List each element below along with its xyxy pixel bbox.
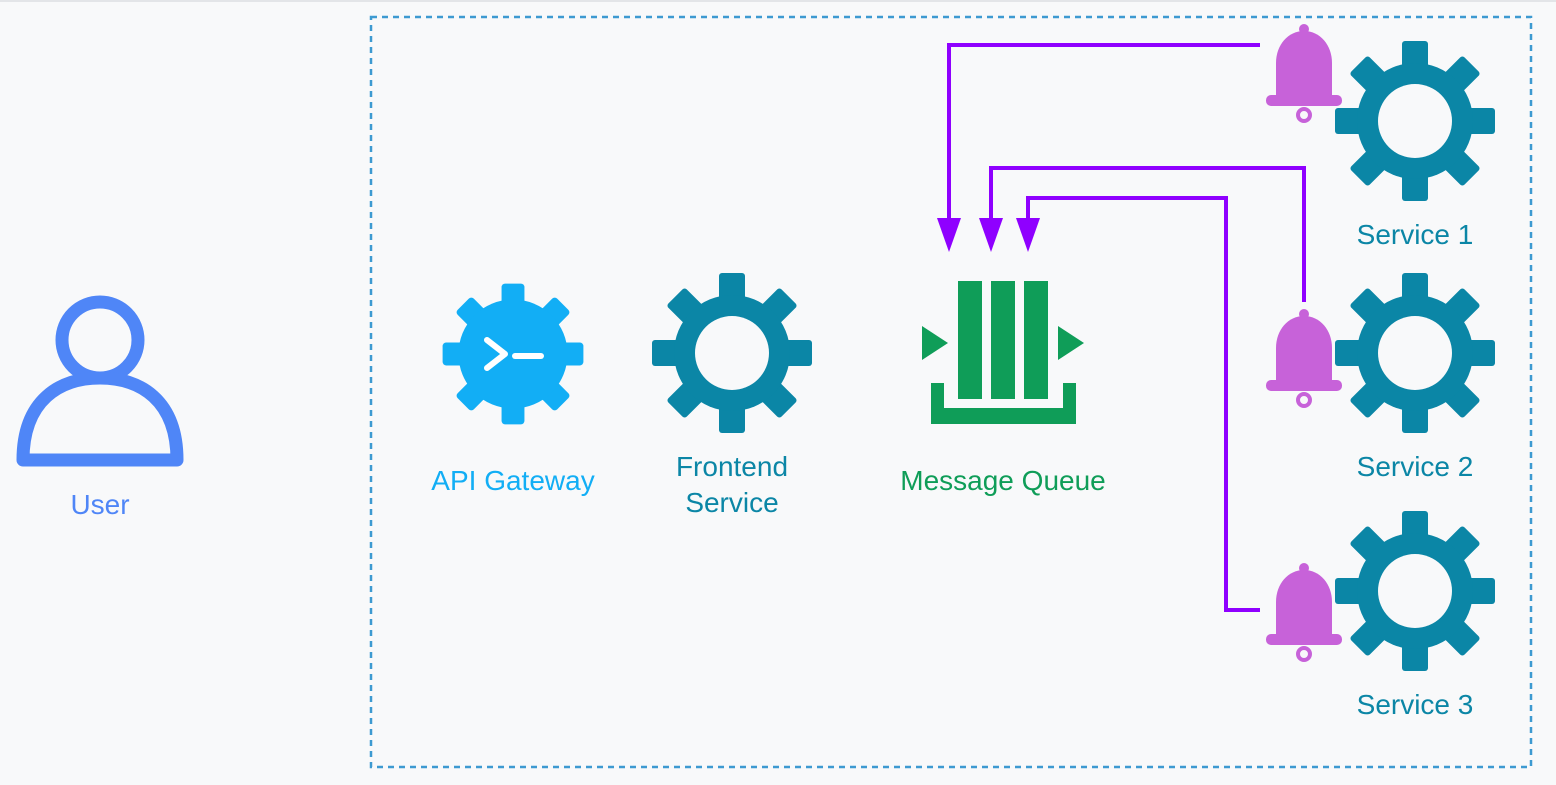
user-label: User bbox=[70, 489, 129, 520]
service-2-bell-icon bbox=[1266, 309, 1342, 408]
service-1-gear-icon bbox=[1335, 41, 1495, 201]
service-2-gear-icon bbox=[1335, 273, 1495, 433]
arrow-service-1-to-queue bbox=[947, 43, 1260, 224]
service-1-bell-icon bbox=[1266, 24, 1342, 123]
service-3-label: Service 3 bbox=[1357, 689, 1474, 720]
message-queue-icon bbox=[922, 281, 1084, 424]
api-gateway-label: API Gateway bbox=[431, 465, 594, 496]
message-queue-label: Message Queue bbox=[900, 465, 1105, 496]
service-3-bell-icon bbox=[1266, 563, 1342, 662]
service-3-gear-icon bbox=[1335, 511, 1495, 671]
arrow-service-3-to-queue bbox=[1026, 196, 1260, 612]
system-boundary bbox=[369, 15, 1533, 769]
arrow-service-2-to-queue bbox=[989, 166, 1306, 302]
event-arrows bbox=[947, 43, 1306, 612]
api-gateway-icon bbox=[442, 283, 584, 425]
service-1-label: Service 1 bbox=[1357, 219, 1474, 250]
frontend-service-gear-icon bbox=[652, 273, 812, 433]
frontend-service-label-line2: Service bbox=[685, 487, 778, 518]
top-divider bbox=[0, 0, 1556, 2]
arrowheads bbox=[937, 218, 1040, 252]
frontend-service-label-line1: Frontend bbox=[676, 451, 788, 482]
user-icon bbox=[16, 295, 184, 467]
service-2-label: Service 2 bbox=[1357, 451, 1474, 482]
